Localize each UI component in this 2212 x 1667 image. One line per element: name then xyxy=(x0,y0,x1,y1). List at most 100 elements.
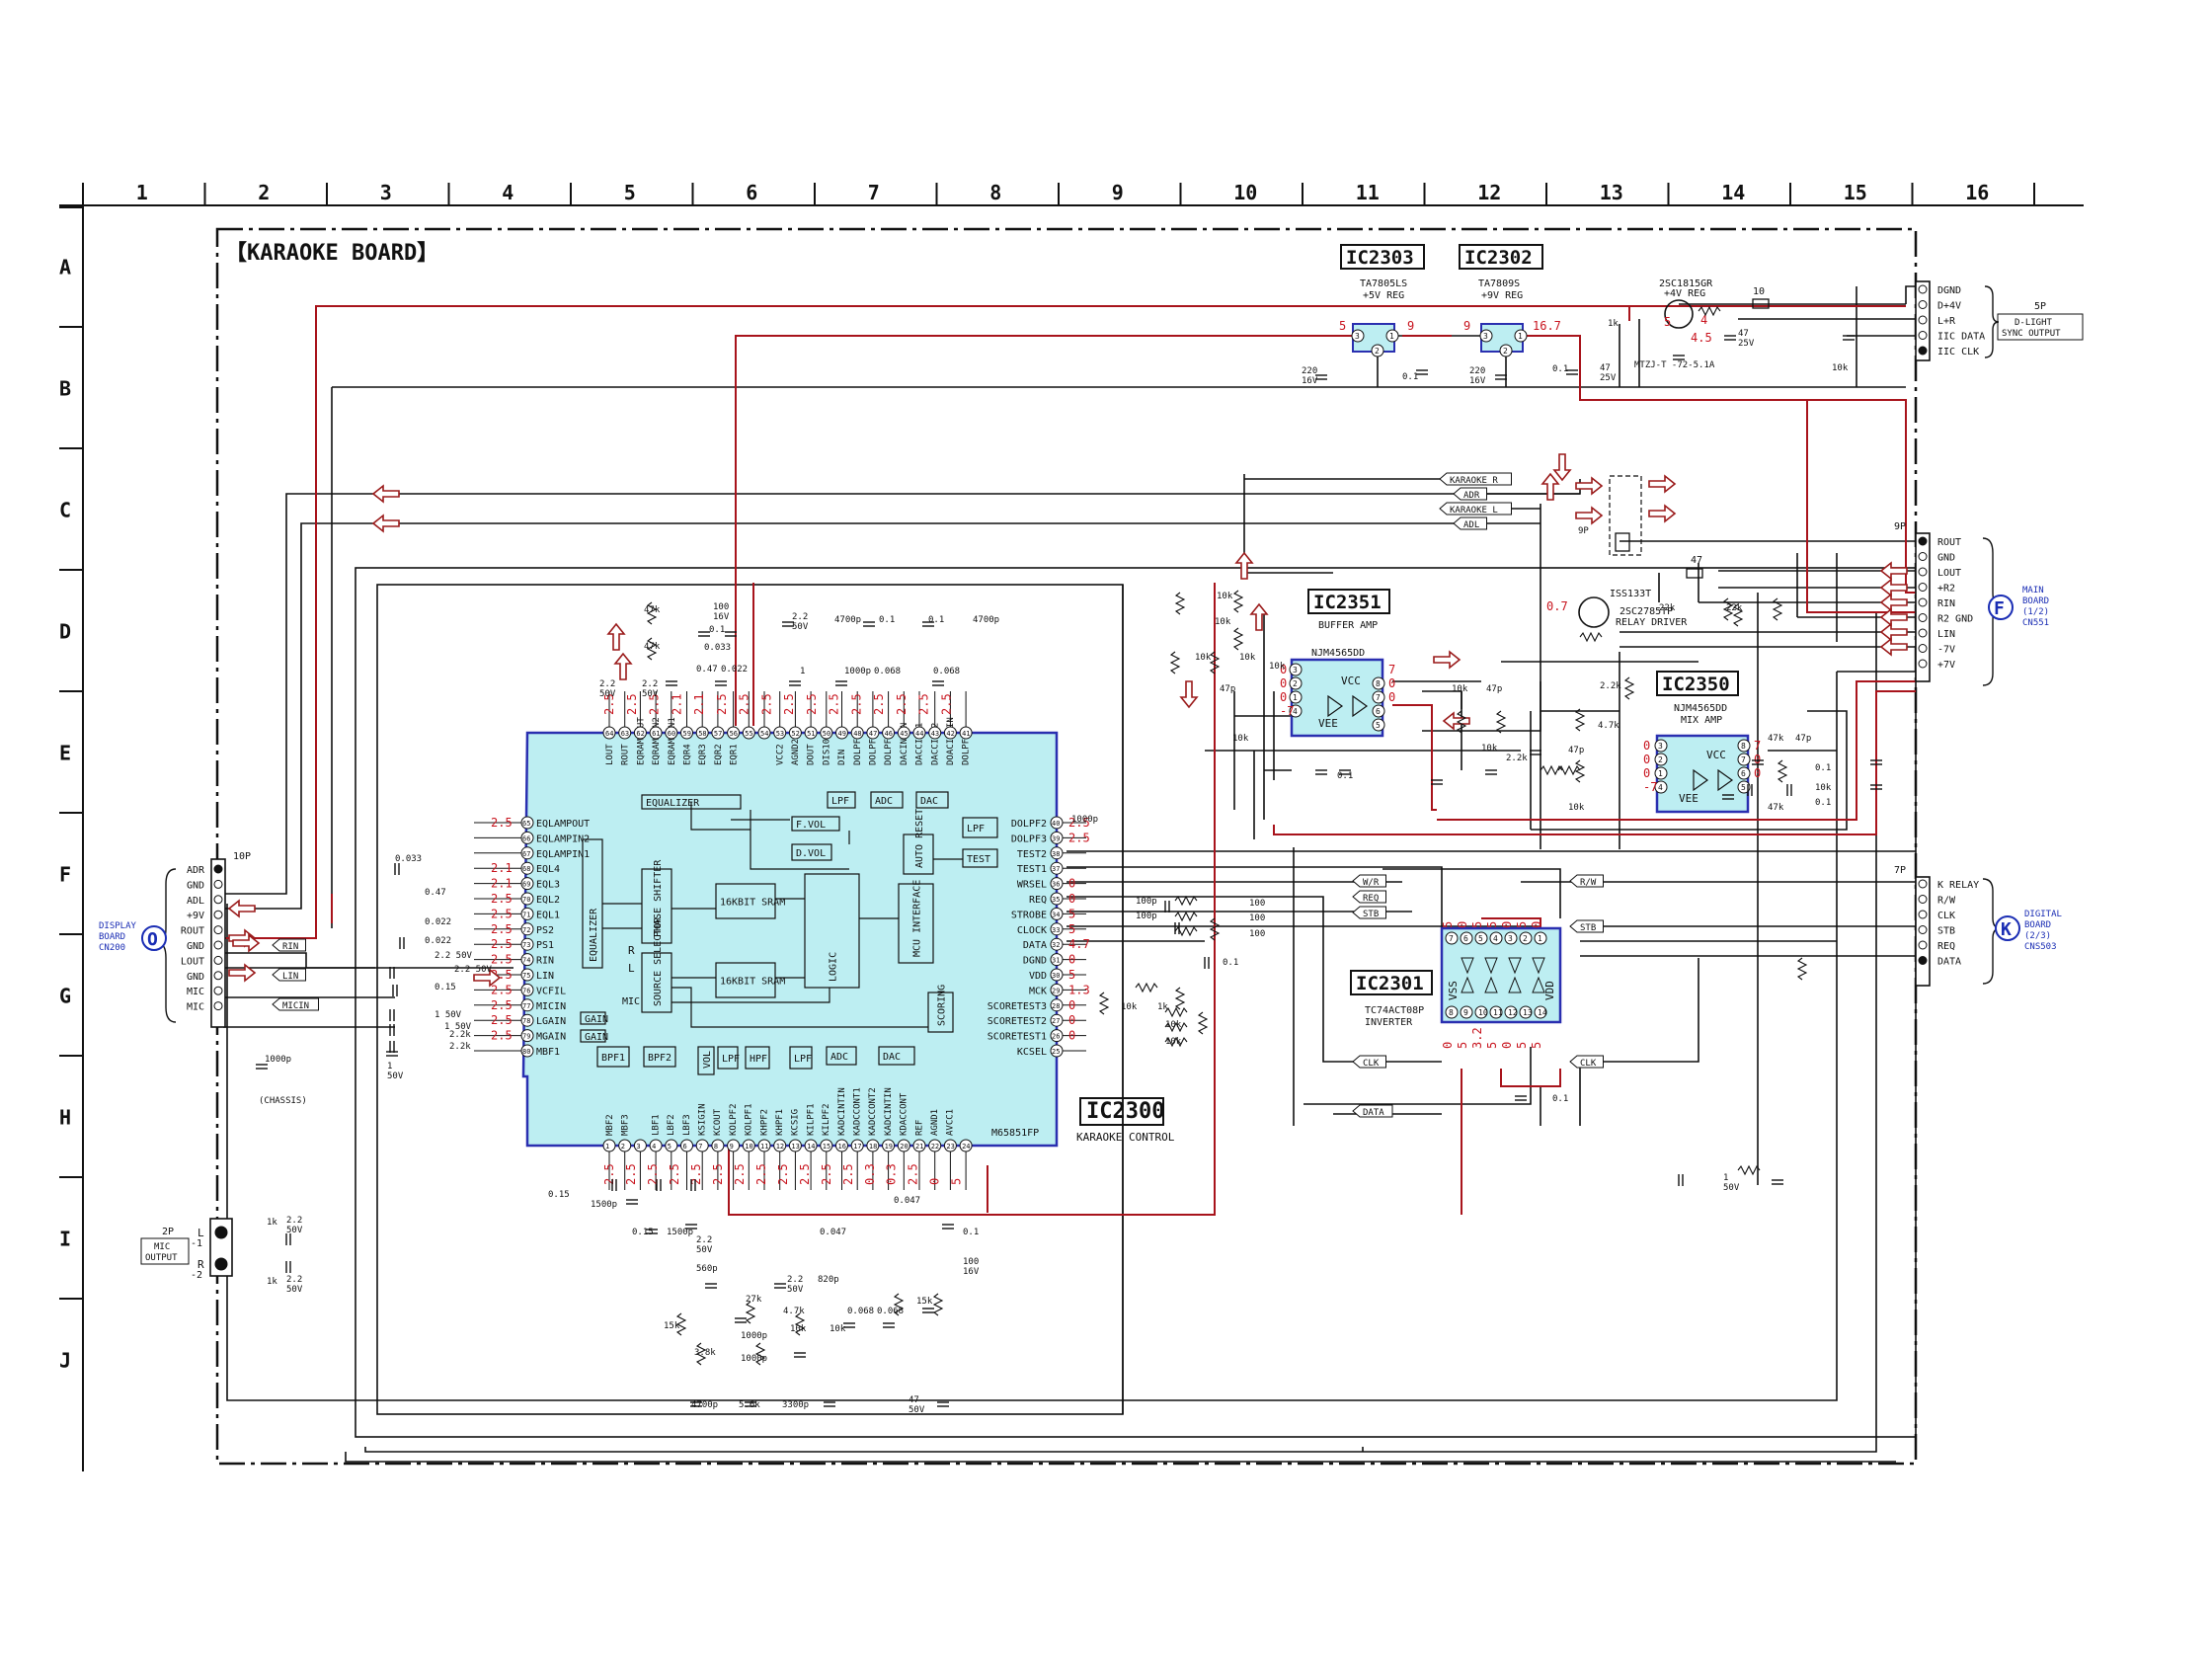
component-value: 2.2 50V xyxy=(434,951,473,961)
pin-voltage: 2.5 xyxy=(491,998,513,1012)
block-adc-b xyxy=(826,1046,857,1066)
pin-dot xyxy=(882,726,896,740)
pin-voltage: 2.5 xyxy=(1068,816,1090,830)
component-value: 0.1 xyxy=(1552,1094,1568,1104)
pin-name: MICIN xyxy=(536,1001,566,1012)
pin-dot xyxy=(711,726,725,740)
pin-number: 4 xyxy=(1493,934,1498,943)
pin-number: 38 xyxy=(1052,850,1060,858)
pin-dot xyxy=(520,922,534,936)
pin-number: 9 xyxy=(1463,1008,1468,1017)
block-adc-top-label: ADC xyxy=(875,796,893,807)
internal-bus xyxy=(690,802,750,831)
resistor xyxy=(1098,992,1110,1015)
signal-stb-right-tag xyxy=(1569,919,1604,933)
pin-name: ROUT xyxy=(621,744,631,765)
block-fvol-label: F.VOL xyxy=(796,820,826,831)
pin-dot xyxy=(1737,780,1751,794)
passive-components xyxy=(256,305,1882,1407)
flow-arrow xyxy=(1879,561,1908,581)
pin-dot xyxy=(1534,1005,1547,1019)
component-value: 50V xyxy=(908,1405,925,1415)
block-source-selector-label: SOURCE SELECTOR xyxy=(653,916,664,1006)
block-dac-top xyxy=(915,791,949,809)
pin-voltage: 0 xyxy=(1643,753,1650,766)
resistor xyxy=(1796,957,1808,981)
resistor xyxy=(754,1342,766,1366)
connector-5p-pin: L+R xyxy=(1937,316,1956,327)
pin-number: 41 xyxy=(962,730,970,738)
pin-voltage: 2.5 xyxy=(491,1013,513,1027)
pin-number: 6 xyxy=(1741,769,1746,778)
component-value: 1 50V xyxy=(434,1010,462,1020)
block-auto-reset xyxy=(903,834,934,875)
column-label: 13 xyxy=(1600,181,1623,204)
ic2351-ref: IC2351 xyxy=(1313,592,1382,613)
pin-voltage: 0 xyxy=(1441,1042,1455,1049)
component-value: 25V xyxy=(1738,339,1755,349)
pin-number: 33 xyxy=(1052,926,1060,934)
pin-number: 73 xyxy=(522,941,530,949)
digital-board-text: (2/3) xyxy=(2024,931,2051,941)
pin-name: EQRAMPIN1 xyxy=(668,717,677,765)
component-value: 2.2 xyxy=(286,1275,302,1285)
pin-number: 5 xyxy=(668,1143,672,1151)
pin-number: 4 xyxy=(1293,707,1298,716)
pin-name: DOLPF2 xyxy=(869,733,879,765)
resistor xyxy=(695,1342,707,1366)
component-value: 50V xyxy=(387,1072,404,1081)
pin-number: 8 xyxy=(1449,1008,1454,1017)
pin-name: MBF2 xyxy=(605,1114,615,1136)
pin-dot xyxy=(520,1013,534,1027)
ic2350: IC2350 NJM4565DD MIX AMP VCC VEE xyxy=(1655,671,1750,814)
pin-number: 3 xyxy=(1658,742,1663,751)
pin-voltage: 2.5 xyxy=(872,693,886,715)
column-label: 15 xyxy=(1844,181,1867,204)
pin-number: 3 xyxy=(1355,332,1360,341)
pin-voltage: 5 xyxy=(1485,921,1499,928)
pin-dot xyxy=(1289,676,1303,690)
pin-number: 75 xyxy=(522,972,530,980)
connector-pin xyxy=(1918,659,1928,669)
pin-voltage: 0 xyxy=(1388,676,1395,690)
connector-10p-pin: MIC xyxy=(187,1002,204,1013)
component-value: 100 xyxy=(963,1257,979,1267)
pin-voltage: 2.5 xyxy=(491,816,513,830)
component-value: 50V xyxy=(787,1285,804,1295)
connector-5p-pin: D+4V xyxy=(1937,301,1961,312)
pin-name: KADCCONT2 xyxy=(868,1087,878,1136)
component-value: 15k xyxy=(664,1321,680,1331)
pin-name: MBF3 xyxy=(621,1114,631,1136)
resistor xyxy=(1209,651,1221,675)
ic2350-desc: MIX AMP xyxy=(1681,715,1722,726)
connector-pin xyxy=(213,955,223,965)
pin-dot xyxy=(1519,931,1533,945)
connector-pin xyxy=(213,879,223,889)
pin-name: EQR1 xyxy=(730,744,740,765)
connector-7p-pin: K RELAY xyxy=(1937,880,1979,891)
main-board-text: (1/2) xyxy=(2022,607,2049,617)
pin-number: 2 xyxy=(1293,679,1298,688)
pin-number: 20 xyxy=(900,1143,908,1151)
pin-number: 69 xyxy=(522,881,530,889)
resistor xyxy=(1698,305,1721,317)
pin-number: 23 xyxy=(946,1143,954,1151)
signal-data: DATA xyxy=(1363,1108,1384,1118)
component-value: 22k xyxy=(1659,603,1676,613)
component-value: 10k xyxy=(830,1324,846,1334)
pin-number: 7 xyxy=(1376,693,1381,702)
pin-voltage: 0 xyxy=(1456,921,1469,928)
pin-voltage: 5 xyxy=(1068,968,1075,982)
pin-dot xyxy=(520,861,534,875)
signal-stb-tag xyxy=(1352,906,1386,919)
row-ticks xyxy=(59,326,83,1300)
connector-pin xyxy=(1918,895,1928,904)
pin-dot xyxy=(1050,983,1064,996)
pin-name: REF xyxy=(914,1120,924,1136)
block-r-label: R xyxy=(628,944,635,957)
pin-dot xyxy=(1050,816,1064,830)
pin-number: 8 xyxy=(1376,679,1381,688)
pin-name: LBF1 xyxy=(651,1114,661,1136)
connector-9p-pin: LOUT xyxy=(1937,568,1961,579)
